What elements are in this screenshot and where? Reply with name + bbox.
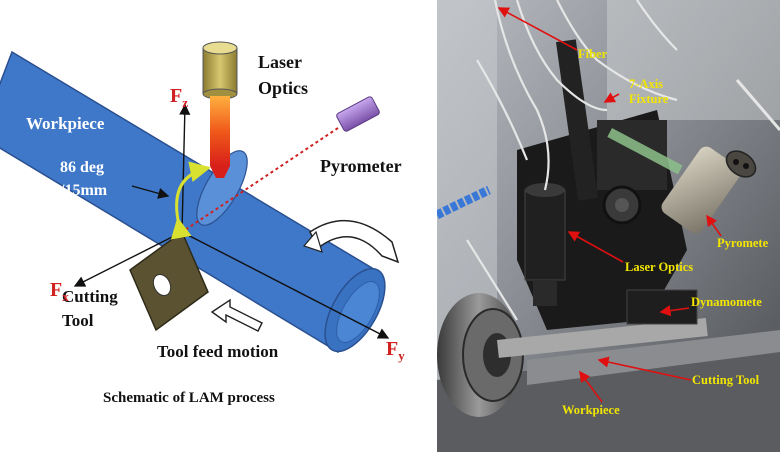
photo-label-laser-optics: Laser Optics bbox=[625, 260, 693, 274]
fx-label: Fx bbox=[50, 279, 69, 304]
cutting-tool-label-line2: Tool bbox=[62, 311, 94, 330]
tool-feed-label: Tool feed motion bbox=[157, 342, 279, 361]
rotation-arrow-icon bbox=[302, 219, 400, 264]
fixture-green-arm bbox=[607, 127, 683, 175]
fiber-cables bbox=[466, 0, 678, 321]
lam-schematic-panel: Workpiece 86 deg /15mm Laser Optics Pyro… bbox=[0, 41, 406, 406]
lam-setup-photo-panel: Fiber 7-Axis Fixture Pyromete Laser Opti… bbox=[437, 0, 780, 452]
pyrometer-icon bbox=[336, 96, 380, 132]
laser-optics-label-line1: Laser bbox=[258, 52, 302, 72]
laser-optics-barrel bbox=[524, 183, 566, 306]
fy-label: Fy bbox=[386, 338, 405, 363]
right-cable bbox=[735, 79, 780, 131]
tool-feed-arrow-icon bbox=[210, 298, 263, 332]
photo-label-cutting-tool: Cutting Tool bbox=[692, 373, 760, 387]
photo-label-fixture-line2: Fixture bbox=[629, 92, 669, 106]
lathe-chuck bbox=[437, 293, 524, 417]
angle-arrow-icon bbox=[170, 161, 211, 240]
enclosure-upper-light bbox=[607, 0, 780, 120]
lathe-bed bbox=[437, 345, 780, 452]
fx-axis-arrow bbox=[73, 231, 183, 287]
photo-label-fiber: Fiber bbox=[578, 47, 608, 61]
photo-label-pyrometer: Pyromete bbox=[717, 236, 769, 250]
angle-pointer-arrow bbox=[131, 185, 170, 199]
lathe-rail bbox=[527, 330, 780, 385]
angle-label-line2: /15mm bbox=[59, 182, 108, 199]
lam-schematic-diagram: Workpiece 86 deg /15mm Laser Optics Pyro… bbox=[0, 41, 405, 406]
cutting-tool-label-line1: Cutting bbox=[62, 287, 118, 306]
photo-label-dynamometer: Dynamomete bbox=[691, 295, 762, 309]
workpiece-label: Workpiece bbox=[26, 114, 105, 133]
pyrometer-label: Pyrometer bbox=[320, 156, 402, 176]
workpiece-cylinder bbox=[0, 50, 386, 354]
laser-beam bbox=[210, 96, 230, 166]
laser-optics-icon bbox=[202, 41, 238, 100]
pyrometer-device bbox=[661, 146, 757, 234]
workpiece-shaft bbox=[496, 318, 708, 358]
schematic-caption: Schematic of LAM process bbox=[103, 390, 275, 406]
laser-beam-tip bbox=[210, 166, 230, 178]
cutting-tool-icon bbox=[129, 230, 209, 332]
fz-label: Fz bbox=[170, 85, 188, 110]
photo-label-workpiece: Workpiece bbox=[562, 403, 620, 417]
photo-label-fixture-line1: 7-Axis bbox=[629, 77, 663, 91]
lam-setup-photo: Fiber 7-Axis Fixture Pyromete Laser Opti… bbox=[437, 0, 780, 452]
laser-optics-label-line2: Optics bbox=[258, 78, 308, 98]
dynamometer-block bbox=[626, 289, 698, 325]
annotation-pointers bbox=[497, 7, 722, 403]
angle-label-line1: 86 deg bbox=[60, 159, 104, 176]
fy-axis-arrow bbox=[181, 231, 390, 339]
coolant-hose bbox=[437, 185, 491, 220]
